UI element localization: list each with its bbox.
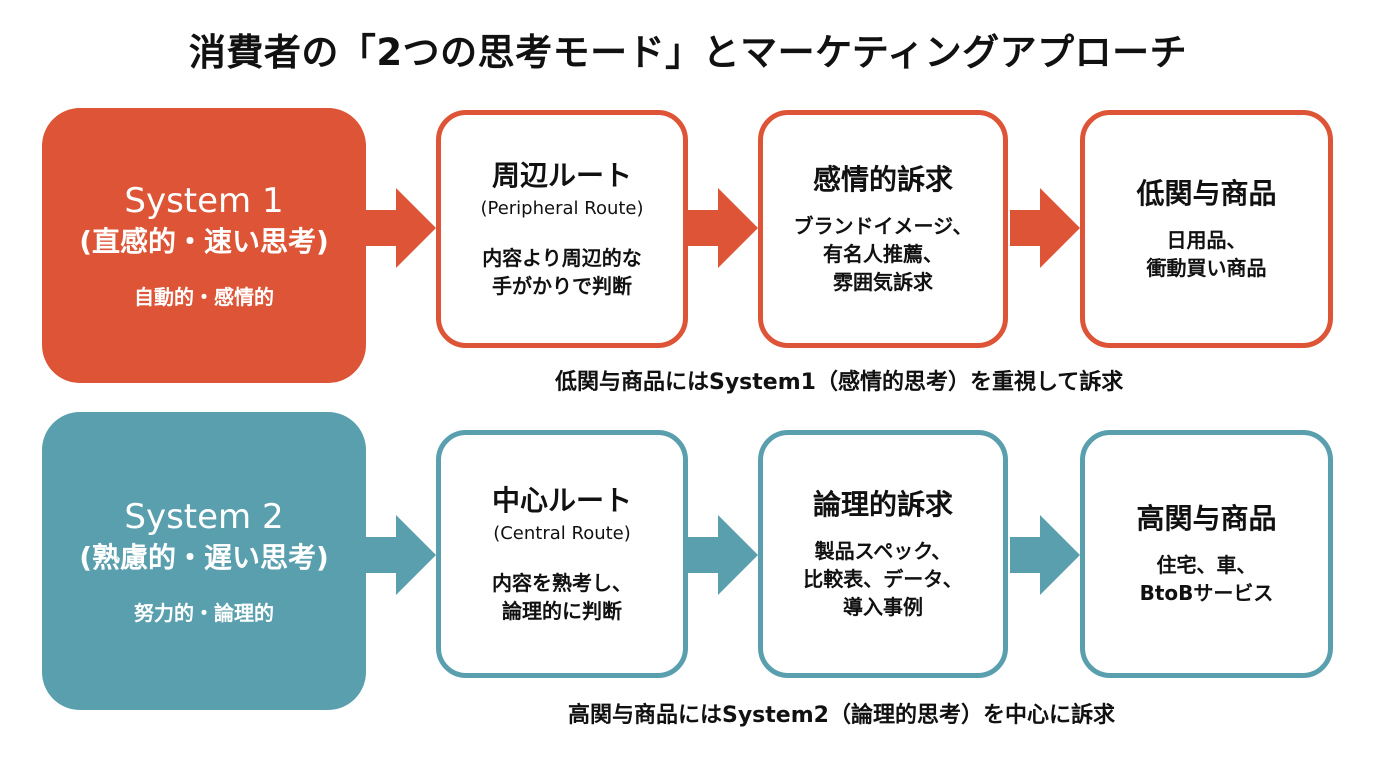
arrow-right-icon — [366, 515, 436, 595]
low-involvement-product-box: 低関与商品 日用品、 衝動買い商品 — [1080, 110, 1333, 348]
diagram-title: 消費者の「2つの思考モード」とマーケティングアプローチ — [188, 31, 1188, 74]
system2-name: System 2 — [124, 496, 284, 537]
row1-caption: 低関与商品にはSystem1（感情的思考）を重視して訴求 — [555, 370, 1124, 395]
arrow-right-icon — [688, 515, 758, 595]
emotional-appeal-box: 感情的訴求 ブランドイメージ、 有名人推薦、 雰囲気訴求 — [758, 110, 1008, 348]
route-title: 周辺ルート — [491, 159, 632, 192]
arrow-right-icon — [1010, 188, 1080, 268]
system2-subtitle: (熟慮的・遅い思考) — [79, 540, 329, 574]
appeal-title: 論理的訴求 — [812, 488, 953, 521]
system2-description: 努力的・論理的 — [134, 600, 274, 625]
product-body: 住宅、車、 BtoBサービス — [1139, 553, 1274, 605]
appeal-title: 感情的訴求 — [812, 163, 953, 196]
arrow-right-icon — [366, 188, 436, 268]
system1-name: System 1 — [124, 181, 284, 221]
appeal-body: 製品スペック、 比較表、データ、 導入事例 — [803, 539, 963, 619]
system1-subtitle: (直感的・速い思考) — [79, 225, 329, 258]
row2-caption: 高関与商品にはSystem2（論理的思考）を中心に訴求 — [568, 703, 1115, 728]
system2-box: System 2 (熟慮的・遅い思考) 努力的・論理的 — [42, 412, 366, 710]
route-english: (Central Route) — [493, 523, 631, 544]
high-involvement-product-box: 高関与商品 住宅、車、 BtoBサービス — [1080, 430, 1333, 678]
peripheral-route-box: 周辺ルート (Peripheral Route) 内容より周辺的な 手がかりで判… — [436, 110, 688, 348]
central-route-box: 中心ルート (Central Route) 内容を熟考し、 論理的に判断 — [436, 430, 688, 678]
arrow-right-icon — [688, 188, 758, 268]
appeal-body: ブランドイメージ、 有名人推薦、 雰囲気訴求 — [793, 214, 973, 294]
product-title: 低関与商品 — [1136, 177, 1277, 210]
system1-box: System 1 (直感的・速い思考) 自動的・感情的 — [42, 108, 366, 383]
route-body: 内容より周辺的な 手がかりで判断 — [482, 246, 642, 298]
arrow-right-icon — [1010, 515, 1080, 595]
system1-description: 自動的・感情的 — [134, 285, 274, 309]
route-title: 中心ルート — [491, 484, 632, 517]
route-english: (Peripheral Route) — [480, 198, 644, 219]
product-body: 日用品、 衝動買い商品 — [1146, 228, 1267, 280]
logical-appeal-box: 論理的訴求 製品スペック、 比較表、データ、 導入事例 — [758, 430, 1008, 678]
product-title: 高関与商品 — [1136, 502, 1277, 535]
route-body: 内容を熟考し、 論理的に判断 — [492, 571, 632, 623]
